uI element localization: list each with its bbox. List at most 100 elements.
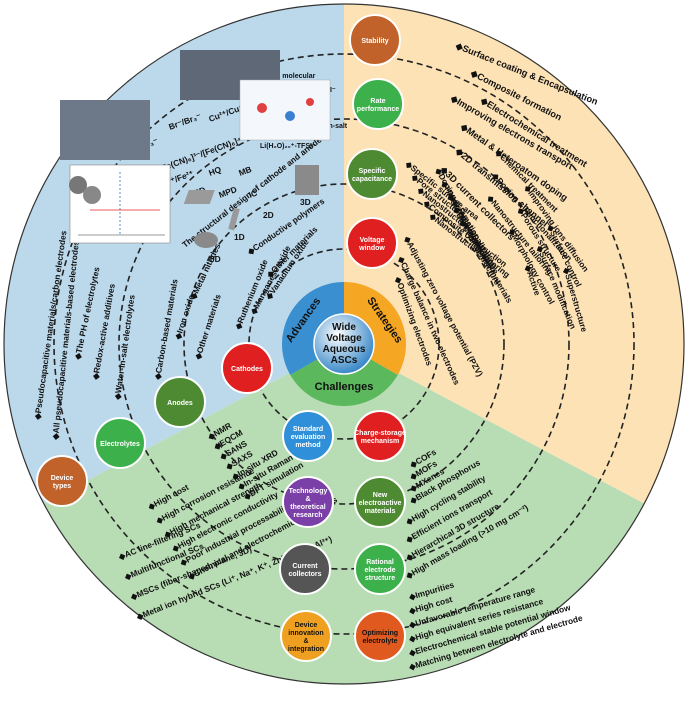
dimension-label-1: 1D <box>234 232 245 242</box>
orb-circle-current <box>279 543 331 595</box>
orb-label-cathodes: Cathodes <box>231 366 263 373</box>
orb-label-current: Current <box>292 563 318 570</box>
core-title-2: Voltage <box>326 333 362 344</box>
orb-label-rational: structure <box>365 575 395 582</box>
rings <box>53 53 635 635</box>
orb-circle-charge <box>354 410 406 462</box>
orb-circle-voltage <box>346 217 398 269</box>
electrode-image <box>60 100 150 160</box>
orb-label-newmat: electroactive <box>359 500 402 507</box>
redox-couple-9: IC <box>247 188 258 200</box>
orb-label-anodes: Anodes <box>167 400 193 407</box>
orb-circle-rate <box>352 78 404 130</box>
redox-couple-6: MB <box>237 164 253 178</box>
orb-circle-technology <box>282 476 334 528</box>
redox-couple-5: HQ <box>207 164 223 178</box>
ion-3 <box>306 98 314 106</box>
orb-label-devices: types <box>53 483 71 490</box>
orb-circle-standard <box>282 410 334 462</box>
orb-circle-cathodes <box>221 342 273 394</box>
core: Wide Voltage Aqueous ASCs Advances Strat… <box>282 282 406 406</box>
orb-cathodes: Cathodes <box>221 342 273 394</box>
sphere-2 <box>83 186 101 204</box>
orb-label-newmat: New <box>373 492 388 499</box>
core-advances-sector <box>282 282 344 375</box>
outer-border <box>3 3 685 685</box>
orb-label-rate: performance <box>357 106 400 113</box>
orb-label-device_innov: Device <box>295 622 318 629</box>
orb-label-standard: evaluation <box>291 434 326 441</box>
orb-label-device_innov: integration <box>288 646 324 653</box>
orb-circle-stability <box>349 14 401 66</box>
2d-structure-icon <box>183 190 215 204</box>
orb-stability: Stability <box>349 14 401 66</box>
core-title-1: Wide <box>332 322 356 333</box>
core-challenges-sector <box>290 359 398 406</box>
orb-label-devices: Device <box>51 475 74 482</box>
orb-label-device_innov: innovation <box>288 630 323 637</box>
orb-electrolytes: Electrolytes <box>94 417 146 469</box>
orb-circle-device_innov <box>280 610 332 662</box>
orb-label-technology: theoretical <box>290 504 325 511</box>
orb-label-voltage: Voltage <box>360 237 385 244</box>
water-in-salt-label-4: Li(H₂O)₂₀⁺-TFSI⁻ <box>260 143 316 150</box>
orb-circle-anodes <box>154 376 206 428</box>
0d-structure-icon <box>194 232 218 248</box>
orb-label-specific: Specific <box>359 168 386 175</box>
orb-label-device_innov: & <box>303 638 308 645</box>
orb-label-charge: Charge-storage <box>354 430 406 437</box>
challenges-sector <box>26 344 662 684</box>
orb-label-stability: Stability <box>361 38 388 45</box>
orb-anodes: Anodes <box>154 376 206 428</box>
orb-label-current: collectors <box>288 571 321 578</box>
orb-circle-devices <box>36 455 88 507</box>
core-title-3: Aqueous <box>323 344 366 355</box>
illustrations <box>60 50 331 248</box>
label-challenges: Challenges <box>315 381 374 393</box>
ring-1 <box>53 53 635 635</box>
orb-label-charge: mechanism <box>361 438 400 445</box>
orbs-layer: StabilityRateperformanceSpecificcapacita… <box>36 14 406 662</box>
orb-label-rational: Rational <box>366 559 394 566</box>
orb-label-electrolytes: Electrolytes <box>100 441 140 448</box>
orb-label-technology: & <box>305 496 310 503</box>
1d-structure-icon <box>228 207 240 231</box>
dimension-label-2: 2D <box>263 210 274 220</box>
orb-label-rational: electrode <box>364 567 395 574</box>
orb-label-newmat: materials <box>365 508 396 515</box>
orb-circle-optimizing <box>354 610 406 662</box>
orb-label-standard: Standard <box>293 426 323 433</box>
orb-label-optimizing: electrolyte <box>362 638 397 645</box>
dimension-label-3: 3D <box>300 197 311 207</box>
orb-label-technology: research <box>293 512 322 519</box>
ring-4 <box>248 248 440 440</box>
ion-1 <box>257 103 267 113</box>
orb-label-standard: method <box>295 442 320 449</box>
orb-circle-specific <box>346 148 398 200</box>
water-in-salt-label-0: Free H₂O molecular <box>250 73 316 80</box>
ring-2 <box>118 118 570 570</box>
core-title-4: ASCs <box>331 355 358 366</box>
orb-label-voltage: window <box>358 245 385 252</box>
orb-circle-electrolytes <box>94 417 146 469</box>
orb-label-specific: capacitance <box>352 176 392 183</box>
ion-2 <box>285 111 295 121</box>
orb-circle-newmat <box>354 476 406 528</box>
dimension-label-0: 0D <box>210 254 221 264</box>
sphere-1 <box>69 176 87 194</box>
core-center-disc <box>313 313 375 375</box>
orb-label-rate: Rate <box>370 98 385 105</box>
